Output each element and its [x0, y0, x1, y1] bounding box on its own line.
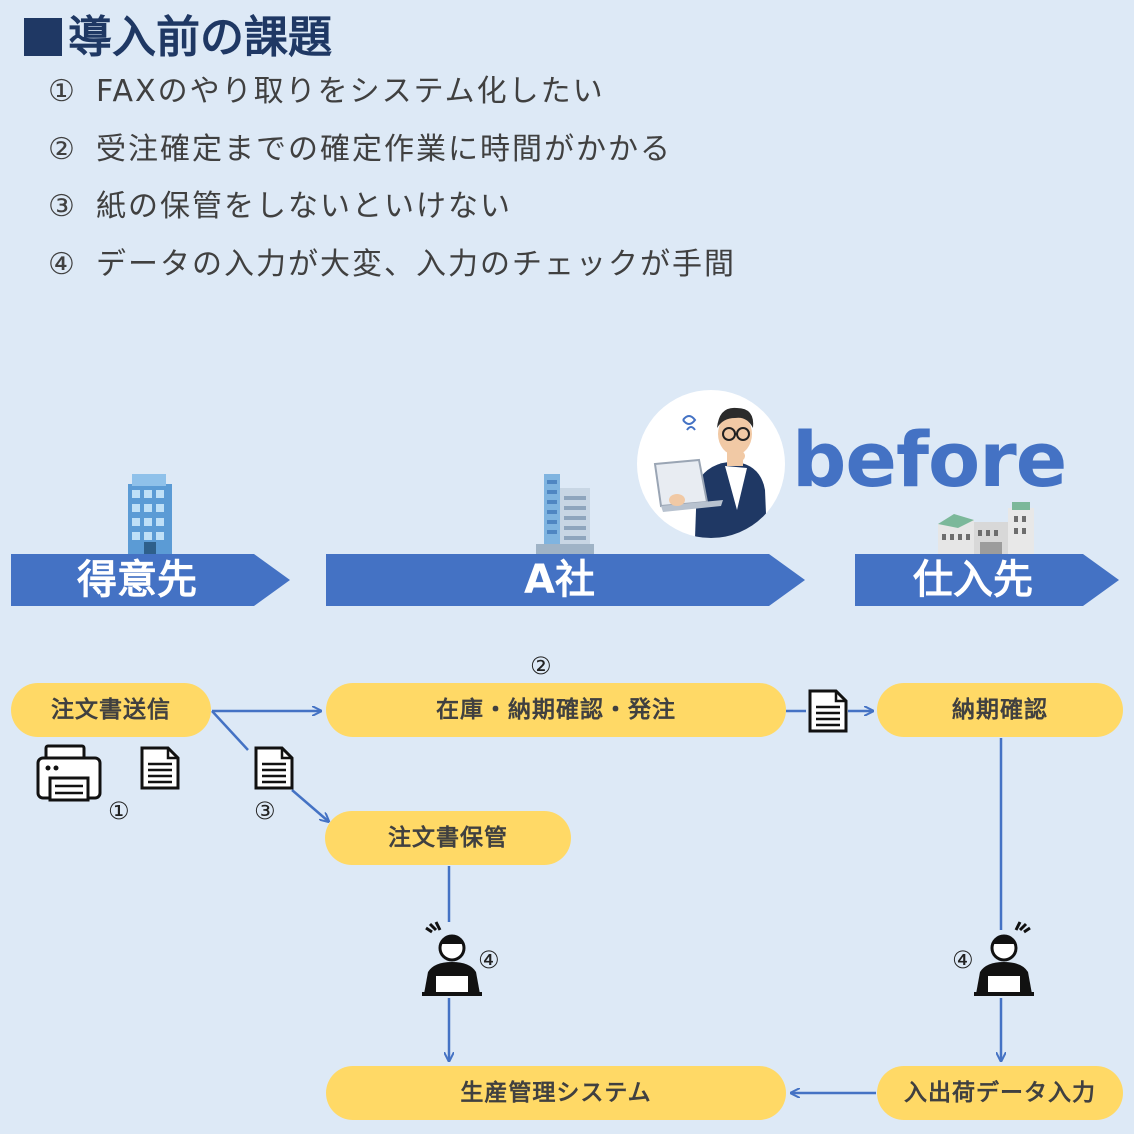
square-icon	[24, 18, 62, 56]
before-badge: before	[792, 415, 1067, 504]
page-title-text: 導入前の課題	[68, 12, 332, 63]
document-icon	[254, 746, 294, 790]
document-icon	[808, 689, 848, 733]
lane-customer: 得意先	[11, 554, 290, 606]
marker-entry-left: ④	[478, 946, 500, 974]
arrow-send-to-store-b	[291, 789, 328, 821]
marker-stock: ②	[530, 652, 552, 680]
step-stock-check: 在庫・納期確認・発注	[326, 683, 786, 737]
step-send-order: 注文書送信	[11, 683, 211, 737]
stressed-worker-icon	[974, 921, 1034, 996]
lane-company-a: A社	[326, 554, 805, 606]
document-icon	[140, 746, 180, 790]
building-icon	[124, 470, 176, 558]
marker-fax: ①	[108, 797, 130, 825]
stressed-worker-icon	[422, 921, 482, 996]
step-delivery-confirm: 納期確認	[877, 683, 1123, 737]
arrow-send-to-store-a	[211, 710, 249, 751]
lane-supplier: 仕入先	[855, 554, 1119, 606]
page-title: 導入前の課題	[24, 8, 332, 68]
marker-entry-right: ④	[952, 946, 974, 974]
thinking-man-icon	[637, 390, 785, 538]
step-production-system: 生産管理システム	[326, 1066, 786, 1120]
step-inout-entry: 入出荷データ入力	[877, 1066, 1123, 1120]
factory-icon	[934, 500, 1038, 558]
step-store-order: 注文書保管	[325, 811, 571, 865]
building-icon	[534, 470, 596, 558]
marker-paper: ③	[254, 797, 276, 825]
fax-machine-icon	[36, 744, 102, 802]
